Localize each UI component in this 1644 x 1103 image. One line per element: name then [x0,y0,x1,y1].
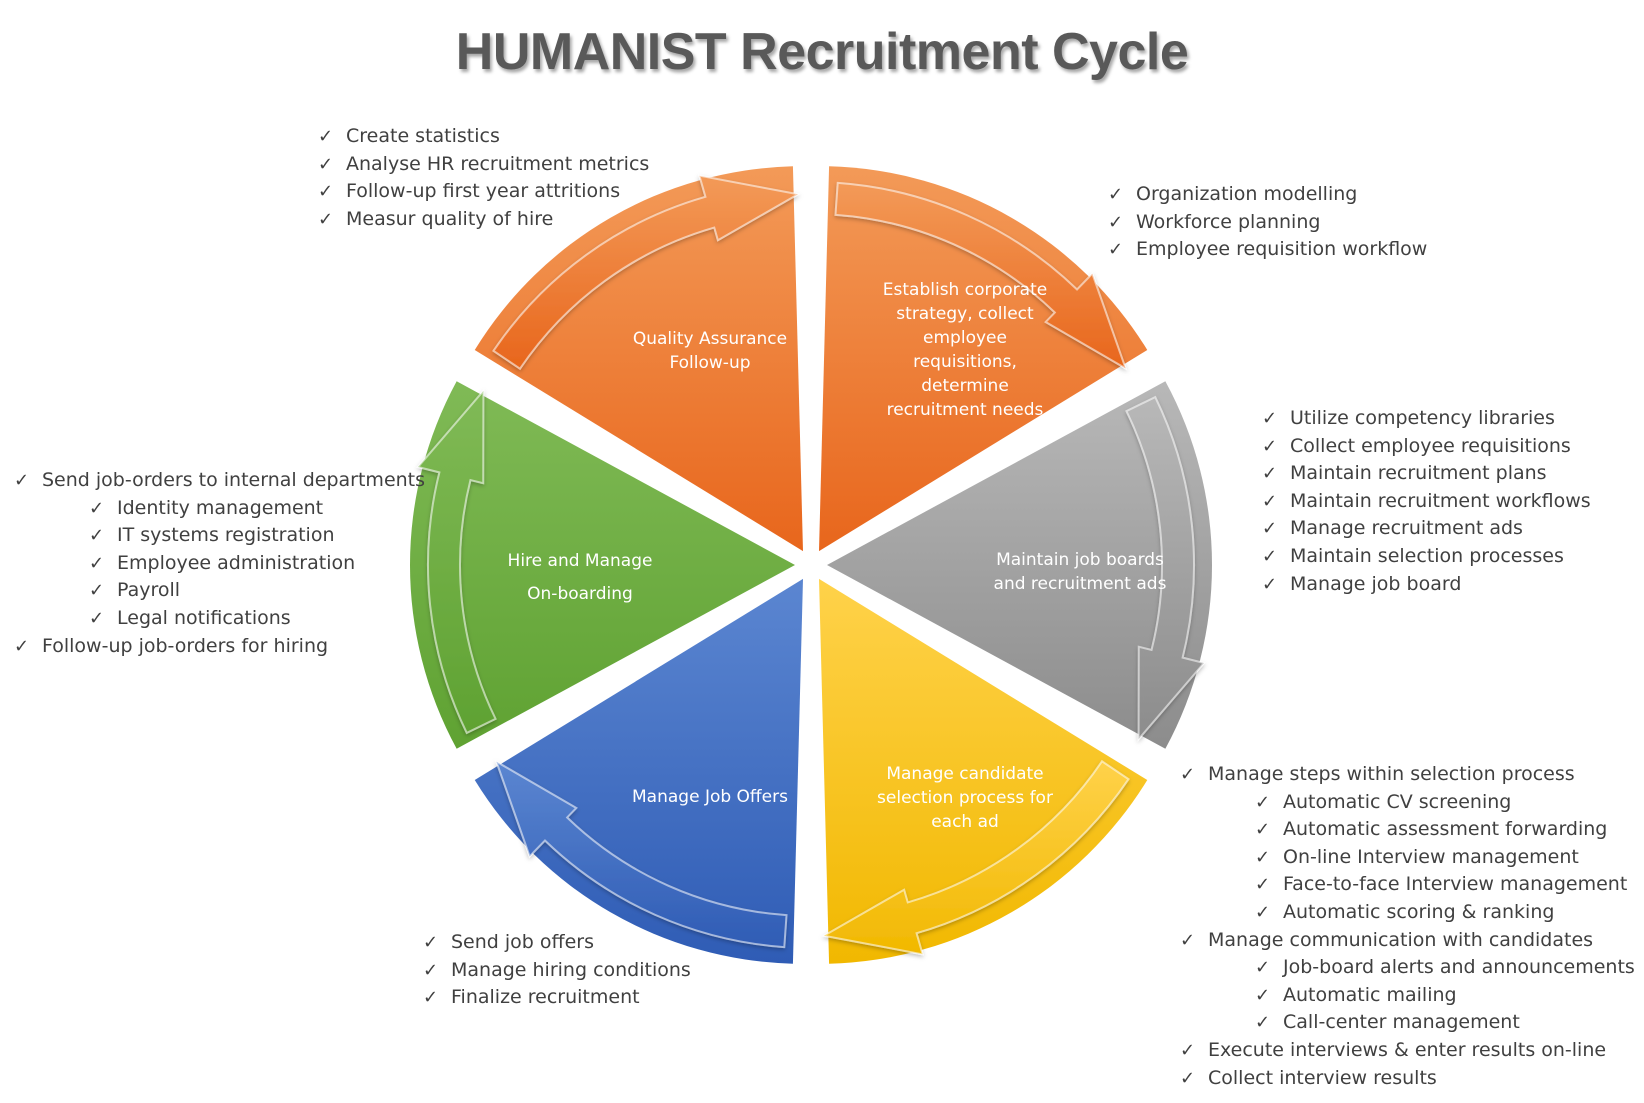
segment-label-establish: Establish corporate strategy, collect empl… [845,278,1085,422]
checklist-item: Maintain recruitment workflows [1262,488,1591,516]
checklist-item: On-line Interview management [1255,844,1635,872]
segment-wedge-offers [474,578,803,964]
cycle-arrow-maintain [1125,395,1206,742]
segment-wedge-establish [819,166,1148,552]
checklist-item: Maintain recruitment plans [1262,460,1591,488]
segment-wedge-maintain [827,381,1213,749]
cycle-arrow-establish [834,181,1128,371]
checklist-item: Create statistics [318,123,649,151]
checklist-item: Execute interviews & enter results on-li… [1180,1037,1635,1065]
segment-wedge-selection [819,578,1148,964]
segment-label-offers: Manage Job Offers [600,785,820,809]
checklist-offers: Send job offersManage hiring conditionsF… [423,929,691,1012]
checklist-item: Automatic scoring & ranking [1255,899,1635,927]
checklist-item: Collect employee requisitions [1262,433,1591,461]
segment-label-line: Hire and Manage [507,551,653,571]
segment-label-line: recruitment needs [886,400,1044,420]
checklist-item: Manage recruitment ads [1262,515,1591,543]
segment-label-line: Maintain job boards [996,550,1164,570]
checklist-item: Manage hiring conditions [423,957,691,985]
segment-label-line: Quality Assurance [632,329,788,349]
checklist-quality: Create statisticsAnalyse HR recruitment … [318,123,649,233]
checklist-item: Utilize competency libraries [1262,405,1591,433]
segment-label-line: employee [923,328,1007,348]
segment-label-line: Follow-up [669,353,751,373]
segment-label-line: selection process for [877,788,1053,808]
segment-label-selection: Manage candidate selection process for eac… [845,762,1085,834]
checklist-item: Automatic assessment forwarding [1255,816,1635,844]
checklist-item: Organization modelling [1108,181,1427,209]
segment-label-maintain: Maintain job boards and recruitment ads [960,548,1200,596]
checklist-item: Legal notifications [89,605,425,633]
segment-label-line: requisitions, [913,352,1017,372]
cycle-arrow-offers [494,759,788,949]
checklist-item: Call-center management [1255,1009,1635,1037]
checklist-maintain: Utilize competency librariesCollect empl… [1262,405,1591,598]
segment-label-line: Establish corporate [882,280,1048,300]
checklist-item: Employee administration [89,550,425,578]
segment-label-line: each ad [931,812,999,832]
checklist-item: Send job offers [423,929,691,957]
checklist-item: Maintain selection processes [1262,543,1591,571]
checklist-item: Automatic mailing [1255,982,1635,1010]
checklist-item: Follow-up job-orders for hiring [14,633,425,661]
checklist-item: Finalize recruitment [423,984,691,1012]
segment-label-line: and recruitment ads [993,574,1167,594]
checklist-item: Automatic CV screening [1255,789,1635,817]
segment-label-line: strategy, collect [896,304,1034,324]
checklist-item: Identity management [89,495,425,523]
segment-wedge-quality [474,166,803,552]
segment-label-line: Manage candidate [886,764,1044,784]
cycle-arrow-selection [821,759,1130,956]
cycle-arrow-hire [416,388,497,735]
checklist-item: Send job-orders to internal departments [14,467,425,495]
checklist-item: Face-to-face Interview management [1255,871,1635,899]
checklist-item: Payroll [89,577,425,605]
checklist-item: Workforce planning [1108,209,1427,237]
checklist-selection: Manage steps within selection processAut… [1180,761,1635,1092]
checklist-item: Employee requisition workflow [1108,236,1427,264]
segment-label-line: determine [921,376,1009,396]
diagram-title: HUMANIST Recruitment Cycle [455,23,1189,81]
cycle-arrow-quality [492,174,801,371]
checklist-item: Analyse HR recruitment metrics [318,151,649,179]
checklist-item: Measur quality of hire [318,206,649,234]
checklist-item: Follow-up first year attritions [318,178,649,206]
checklist-hire: Send job-orders to internal departmentsI… [14,467,425,660]
checklist-item: Collect interview results [1180,1065,1635,1093]
checklist-item: IT systems registration [89,522,425,550]
segment-label-line: Manage Job Offers [632,787,788,807]
checklist-item: Job-board alerts and announcements [1255,954,1635,982]
checklist-item: Manage communication with candidates [1180,927,1635,955]
checklist-item: Manage job board [1262,571,1591,599]
checklist-item: Manage steps within selection process [1180,761,1635,789]
segment-wedge-hire [410,381,795,749]
segment-label-line: On-boarding [527,584,633,604]
checklist-establish: Organization modellingWorkforce planning… [1108,181,1427,264]
